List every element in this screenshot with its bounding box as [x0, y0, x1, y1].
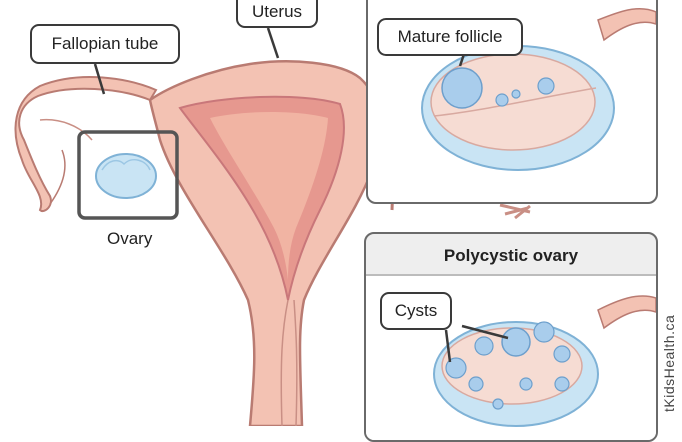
fallopian-tube-callout: Fallopian tube [30, 24, 180, 64]
mature-follicle-callout: Mature follicle [377, 18, 523, 56]
uterus-pointer [268, 28, 278, 58]
polycystic-ovary-panel: Polycystic ovary [364, 232, 658, 442]
anatomy-diagram: Polycystic ovary Uterus Fallopian tube O… [0, 0, 682, 426]
uterus [150, 61, 380, 426]
uterus-callout: Uterus [236, 0, 318, 28]
ligament-detail [500, 205, 530, 218]
fallopian-tube-label: Fallopian tube [52, 34, 159, 54]
cysts-label: Cysts [395, 301, 438, 321]
cyst-icon [502, 328, 530, 356]
mature-follicle-label: Mature follicle [398, 27, 503, 47]
mature-follicle-icon [442, 68, 482, 108]
ovary-illustration [96, 154, 156, 198]
polycystic-ovary-illustration [366, 234, 658, 442]
credit-text: tKidsHealth.ca [661, 315, 677, 412]
cysts-callout: Cysts [380, 292, 452, 330]
uterus-label: Uterus [252, 2, 302, 22]
ovary-label: Ovary [107, 229, 152, 249]
